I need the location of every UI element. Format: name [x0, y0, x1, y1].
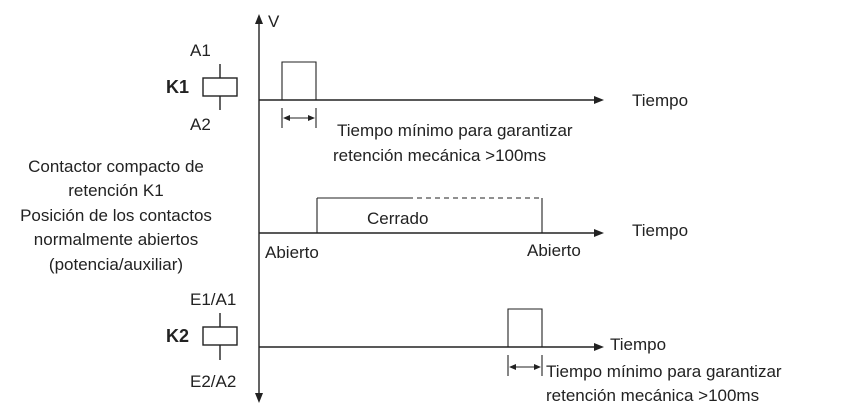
contact-open-right-label: Abierto — [527, 241, 581, 260]
k1-pulse — [281, 61, 317, 100]
k1-duration-arrow-left — [283, 115, 290, 121]
k2-bottom-terminal: E2/A2 — [190, 372, 236, 391]
axis-down-arrowhead — [255, 393, 263, 403]
k1-coil-box — [202, 77, 238, 97]
contact-description: Contactor compacto de retención K1 Posic… — [20, 157, 212, 274]
desc-line-4: normalmente abiertos — [34, 230, 198, 249]
contact-open-left-label: Abierto — [265, 243, 319, 262]
k2-coil: E1/A1 K2 E2/A2 — [166, 290, 238, 391]
k1-timeline: Tiempo Tiempo mínimo para garantizar ret… — [259, 61, 688, 165]
contact-time-arrowhead — [594, 229, 604, 237]
contact-timeline: Tiempo Cerrado Abierto Abierto — [259, 197, 688, 262]
k2-top-terminal: E1/A1 — [190, 290, 236, 309]
k1-bottom-terminal: A2 — [190, 115, 211, 134]
axis-up-arrowhead — [255, 14, 263, 24]
axis-v-label: V — [268, 12, 280, 31]
k2-note-line2: retención mecánica >100ms — [546, 386, 759, 405]
k1-note-line2: retención mecánica >100ms — [333, 146, 546, 165]
k2-duration-arrow-right — [534, 364, 541, 370]
desc-line-2: retención K1 — [68, 181, 163, 200]
contact-time-label: Tiempo — [632, 221, 688, 240]
contact-closed-label: Cerrado — [367, 209, 428, 228]
k2-pulse — [507, 308, 543, 347]
k1-duration-arrow-right — [308, 115, 315, 121]
k2-coil-box — [202, 326, 238, 346]
k1-time-label: Tiempo — [632, 91, 688, 110]
k1-note-line1: Tiempo mínimo para garantizar — [337, 121, 573, 140]
k1-coil: A1 K1 A2 — [166, 41, 238, 134]
k2-time-label: Tiempo — [610, 335, 666, 354]
k1-name: K1 — [166, 77, 189, 97]
desc-line-3: Posición de los contactos — [20, 206, 212, 225]
k2-timeline: Tiempo Tiempo mínimo para garantizar ret… — [259, 308, 782, 405]
k2-note-line1: Tiempo mínimo para garantizar — [546, 362, 782, 381]
desc-line-5: (potencia/auxiliar) — [49, 255, 183, 274]
k1-time-arrowhead — [594, 96, 604, 104]
k2-time-arrowhead — [594, 343, 604, 351]
k2-name: K2 — [166, 326, 189, 346]
voltage-axis: V — [255, 12, 280, 403]
desc-line-1: Contactor compacto de — [28, 157, 204, 176]
k1-top-terminal: A1 — [190, 41, 211, 60]
k2-duration-arrow-left — [509, 364, 516, 370]
